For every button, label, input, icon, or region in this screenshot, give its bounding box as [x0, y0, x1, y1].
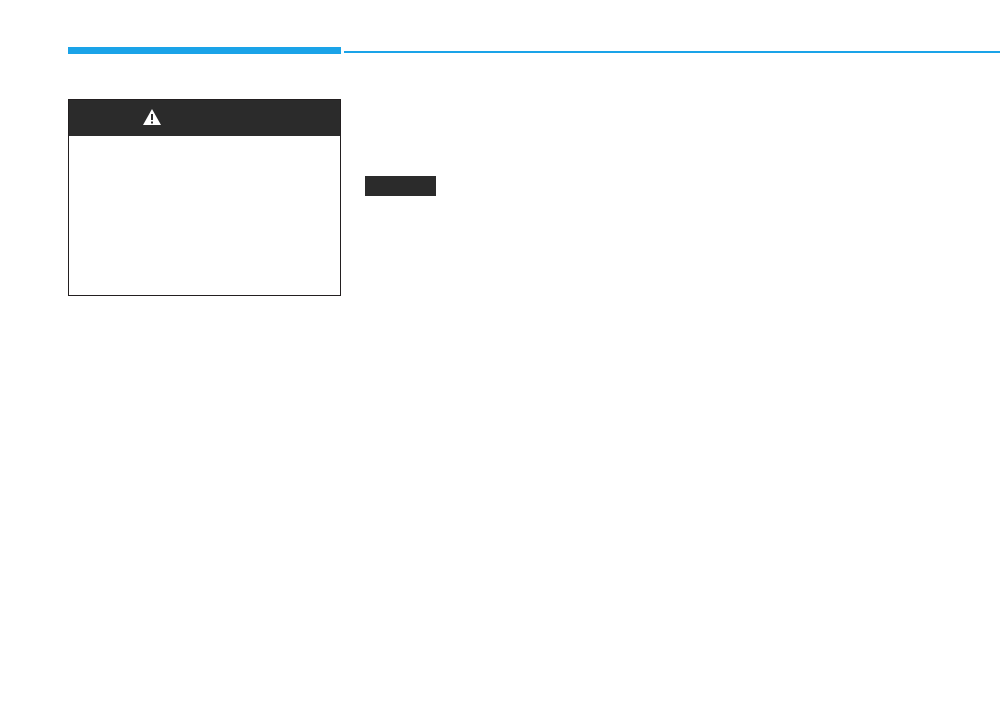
warning-triangle-icon: [142, 108, 162, 126]
header-rule-line: [344, 51, 1000, 53]
header-accent-bar: [68, 47, 341, 54]
section-tab: [365, 176, 436, 196]
warning-box: [68, 99, 341, 296]
warning-header: [69, 100, 340, 136]
